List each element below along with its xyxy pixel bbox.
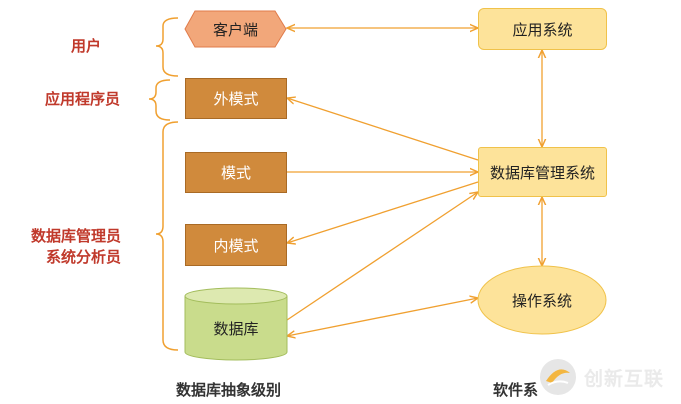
- link-dbms-internal: [287, 181, 479, 243]
- caption-software-systems: 软件系: [493, 381, 539, 399]
- application-system-box: 应用系统: [478, 8, 607, 50]
- role-dba-line2: 系统分析员: [45, 248, 121, 266]
- bracket-programmer: [148, 79, 171, 121]
- link-dbms-external: [287, 98, 479, 161]
- watermark: 创新互联: [538, 352, 681, 402]
- role-user: 用户: [70, 37, 101, 55]
- os-label: 操作系统: [511, 291, 572, 310]
- watermark-logo-icon: [540, 359, 576, 395]
- role-dba-line1: 数据库管理员: [30, 227, 121, 245]
- client-label: 客户端: [212, 20, 258, 39]
- database-label: 数据库: [213, 319, 259, 338]
- watermark-text: 创新互联: [584, 367, 665, 390]
- dbms-box: 数据库管理系统: [478, 147, 607, 197]
- os-ellipse: [477, 265, 607, 335]
- link-database-dbms: [286, 192, 478, 321]
- link-os-database: [287, 298, 478, 336]
- bracket-dba: [155, 121, 179, 351]
- bracket-user: [155, 17, 179, 77]
- external-schema-box: 外模式: [185, 78, 287, 119]
- caption-abstraction-levels: 数据库抽象级别: [176, 381, 282, 399]
- client-hexagon: [184, 10, 287, 48]
- role-programmer: 应用程序员: [44, 90, 120, 108]
- schema-box: 模式: [185, 152, 287, 193]
- internal-schema-box: 内模式: [185, 224, 287, 266]
- role-dba: 数据库管理员 系统分析员: [31, 226, 121, 268]
- database-cylinder: [184, 287, 288, 361]
